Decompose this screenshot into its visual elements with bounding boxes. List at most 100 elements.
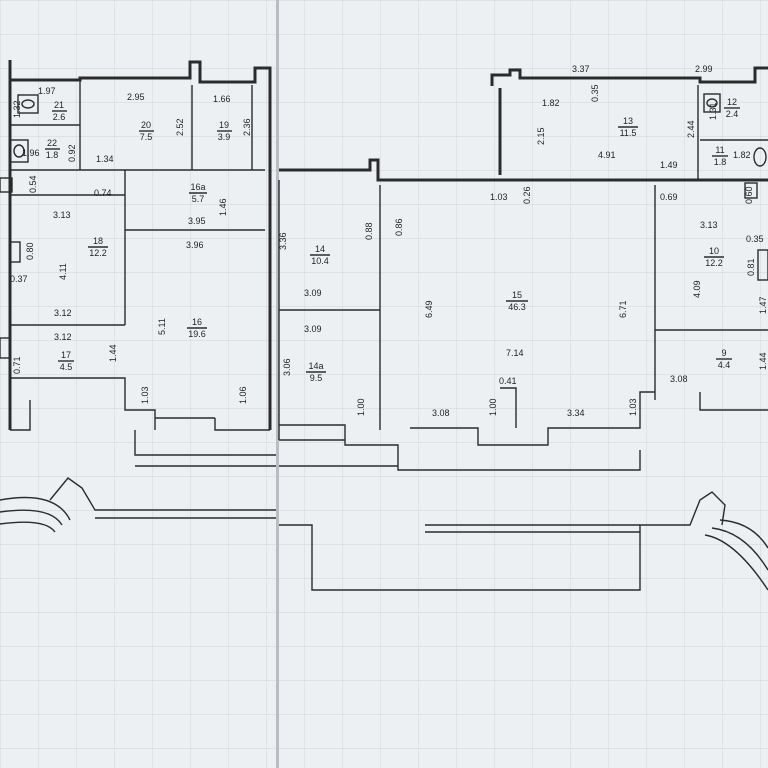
room-area: 4.4 bbox=[718, 360, 731, 370]
dim: 0.74 bbox=[94, 188, 112, 198]
dim: 2.99 bbox=[695, 64, 713, 74]
dim: 6.49 bbox=[424, 300, 434, 318]
room-number: 9 bbox=[721, 348, 726, 358]
room-area: 2.4 bbox=[726, 109, 739, 119]
dim: 0.69 bbox=[660, 192, 678, 202]
dim: 0.35 bbox=[746, 234, 764, 244]
dim: 3.34 bbox=[567, 408, 585, 418]
right-dimensions: 3.37 2.99 1.82 0.35 2.15 2.44 4.91 1.31 … bbox=[278, 64, 768, 418]
left-walls bbox=[0, 60, 276, 533]
room-number: 11 bbox=[715, 145, 724, 155]
dim: 1.44 bbox=[758, 352, 768, 370]
room-number: 12 bbox=[727, 97, 737, 107]
dim: 3.06 bbox=[282, 358, 292, 376]
dim: 1.82 bbox=[542, 98, 560, 108]
dim: 0.37 bbox=[10, 274, 28, 284]
room-area: 1.8 bbox=[46, 150, 59, 160]
room-area: 10.4 bbox=[311, 256, 329, 266]
dim: 1.00 bbox=[488, 398, 498, 416]
room-number: 17 bbox=[61, 350, 71, 360]
dim: 6.71 bbox=[618, 300, 628, 318]
dim: 1.44 bbox=[108, 344, 118, 362]
dim: 5.11 bbox=[157, 318, 167, 335]
dim: 1.82 bbox=[733, 150, 751, 160]
room-area: 7.5 bbox=[140, 132, 153, 142]
room-area: 1.8 bbox=[714, 157, 727, 167]
dim: 2.95 bbox=[127, 92, 145, 102]
room-number: 13 bbox=[623, 116, 633, 126]
room-area: 5.7 bbox=[192, 194, 205, 204]
dim: 0.81 bbox=[746, 258, 756, 276]
dim: 1.34 bbox=[96, 154, 114, 164]
dim: 1.31 bbox=[708, 102, 718, 120]
dim: 2.15 bbox=[536, 127, 546, 145]
dim: 1.32 bbox=[12, 100, 22, 118]
dim: 0.88 bbox=[364, 222, 374, 240]
dim: 2.44 bbox=[686, 120, 696, 138]
dim: 3.08 bbox=[432, 408, 450, 418]
dim: 3.95 bbox=[188, 216, 206, 226]
room-number: 16a bbox=[190, 182, 205, 192]
dim: 4.11 bbox=[58, 263, 68, 280]
room-area: 11.5 bbox=[620, 128, 637, 138]
room-number: 15 bbox=[512, 290, 522, 300]
dim: 2.36 bbox=[242, 118, 252, 136]
left-dimensions: 1.97 1.32 1.96 0.92 1.34 2.95 2.52 1.66 … bbox=[10, 86, 252, 404]
dim: 0.80 bbox=[25, 242, 35, 260]
dim: 3.37 bbox=[572, 64, 590, 74]
dim: 3.12 bbox=[54, 332, 72, 342]
dim: 4.91 bbox=[598, 150, 616, 160]
left-room-labels: 21 2.6 22 1.8 20 7.5 19 3.9 16a 5.7 18 1… bbox=[45, 100, 232, 372]
dim: 1.66 bbox=[213, 94, 231, 104]
dim: 3.09 bbox=[304, 288, 322, 298]
room-area: 46.3 bbox=[508, 302, 526, 312]
dim: 0.54 bbox=[28, 175, 38, 193]
right-sheet-grid bbox=[279, 0, 768, 768]
dim: 3.13 bbox=[53, 210, 71, 220]
room-area: 9.5 bbox=[310, 373, 323, 383]
dim: 1.03 bbox=[628, 398, 638, 416]
dim: 0.26 bbox=[522, 186, 532, 204]
room-area: 4.5 bbox=[60, 362, 73, 372]
dim: 3.36 bbox=[278, 232, 288, 250]
dim: 3.08 bbox=[670, 374, 688, 384]
room-number: 21 bbox=[54, 100, 64, 110]
dim: 1.47 bbox=[758, 296, 768, 314]
dim: 1.46 bbox=[218, 198, 228, 216]
room-area: 2.6 bbox=[53, 112, 66, 122]
dim: 3.96 bbox=[186, 240, 204, 250]
dim: 1.00 bbox=[356, 398, 366, 416]
dim: 0.41 bbox=[499, 376, 517, 386]
right-room-labels: 14 10.4 14a 9.5 15 46.3 13 11.5 12 2.4 1… bbox=[306, 97, 740, 383]
dim: 3.13 bbox=[700, 220, 718, 230]
dim: 1.97 bbox=[38, 86, 56, 96]
dim: 4.09 bbox=[692, 280, 702, 298]
right-walls bbox=[278, 66, 768, 591]
dim: 0.92 bbox=[67, 144, 77, 162]
dim: 1.03 bbox=[140, 386, 150, 404]
dim: 1.49 bbox=[660, 160, 678, 170]
dim: 1.96 bbox=[22, 148, 40, 158]
dim: 7.14 bbox=[506, 348, 524, 358]
room-area: 12.2 bbox=[89, 248, 107, 258]
left-sheet-grid bbox=[0, 0, 276, 768]
room-number: 10 bbox=[709, 246, 719, 256]
dim: 3.09 bbox=[304, 324, 322, 334]
dim: 0.60 bbox=[744, 186, 754, 204]
room-area: 3.9 bbox=[218, 132, 231, 142]
dim: 0.35 bbox=[590, 84, 600, 102]
room-area: 19.6 bbox=[188, 329, 206, 339]
room-number: 19 bbox=[219, 120, 229, 130]
dim: 3.12 bbox=[54, 308, 72, 318]
room-number: 16 bbox=[192, 317, 202, 327]
dim: 1.03 bbox=[490, 192, 508, 202]
dim: 1.06 bbox=[238, 386, 248, 404]
room-number: 20 bbox=[141, 120, 151, 130]
dim: 0.71 bbox=[12, 356, 22, 374]
room-area: 12.2 bbox=[705, 258, 723, 268]
room-number: 18 bbox=[93, 236, 103, 246]
room-number: 14a bbox=[308, 361, 323, 371]
room-number: 14 bbox=[315, 244, 325, 254]
room-number: 22 bbox=[47, 138, 57, 148]
